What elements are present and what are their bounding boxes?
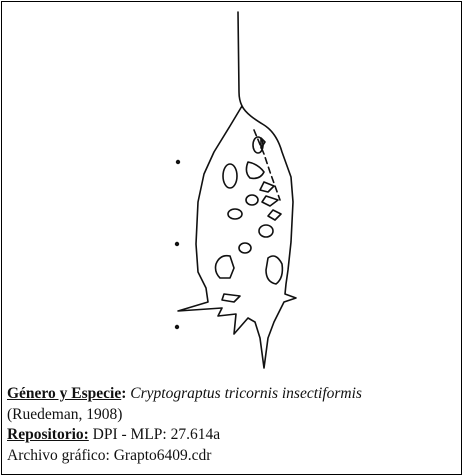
species-name: Cryptograptus tricornis insectiformis <box>130 385 362 402</box>
theca-aperture <box>228 209 242 219</box>
theca-aperture <box>223 164 237 188</box>
theca-aperture <box>266 256 282 284</box>
theca-aperture <box>260 182 274 192</box>
author-line: (Ruedeman, 1908) <box>7 405 459 426</box>
genus-label: Género y Especie <box>7 385 121 402</box>
theca-aperture <box>239 243 251 253</box>
theca-aperture <box>246 162 264 178</box>
theca-aperture <box>222 294 240 302</box>
scale-dot <box>175 242 179 246</box>
genus-species-line: Género y Especie: Cryptograptus tricorni… <box>7 384 459 405</box>
theca-aperture <box>268 210 281 220</box>
theca-aperture <box>262 196 278 206</box>
specimen-caption: Género y Especie: Cryptograptus tricorni… <box>7 384 459 466</box>
genus-separator: : <box>121 385 130 402</box>
theca-aperture <box>216 256 235 278</box>
scale-dot <box>175 325 179 329</box>
graptolite-illustration <box>2 2 461 382</box>
file-line: Archivo gráfico: Grapto6409.cdr <box>7 446 459 467</box>
theca-aperture <box>259 225 273 237</box>
repository-line: Repositorio: DPI - MLP: 27.614a <box>7 425 459 446</box>
repository-label: Repositorio: <box>7 426 89 443</box>
repository-value: DPI - MLP: 27.614a <box>89 426 220 443</box>
nema-line <box>238 12 242 106</box>
rhabdosome-outline <box>178 106 296 368</box>
dashed-outline <box>254 130 280 200</box>
scale-dot <box>176 160 180 164</box>
theca-aperture <box>246 195 258 205</box>
